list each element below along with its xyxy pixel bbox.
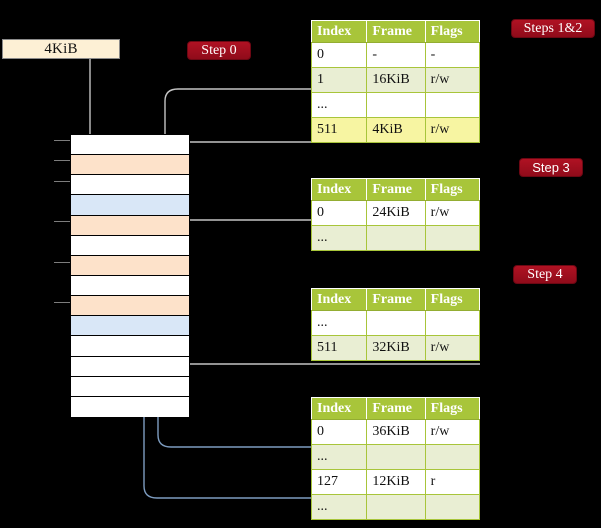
memory-frame-row bbox=[71, 296, 189, 317]
table-cell: r/w bbox=[424, 335, 481, 361]
source-frame-label: 4KiB bbox=[44, 40, 78, 57]
table-cell: 36KiB bbox=[366, 419, 426, 445]
table-cell: r/w bbox=[424, 200, 481, 226]
memory-frame-row bbox=[71, 316, 189, 337]
badge-step-3: Step 3 bbox=[519, 158, 583, 177]
memory-frame-row bbox=[71, 175, 189, 196]
badge-steps-1-2-label: Steps 1&2 bbox=[523, 20, 583, 36]
table-cell: 0 bbox=[310, 200, 368, 226]
table-cell bbox=[424, 494, 481, 520]
table-cell: r/w bbox=[424, 67, 481, 93]
memory-frame-row bbox=[71, 376, 189, 397]
physical-memory-column bbox=[70, 134, 190, 417]
column-header-flags: Flags bbox=[424, 20, 481, 43]
memory-frame-row bbox=[71, 255, 189, 276]
column-header-frame: Frame bbox=[366, 397, 426, 420]
table-cell: 4KiB bbox=[366, 117, 426, 143]
table-cell bbox=[366, 444, 426, 470]
table-row[interactable]: ... bbox=[310, 310, 481, 336]
table-cell bbox=[424, 92, 481, 118]
table-cell: - bbox=[366, 42, 426, 68]
table-cell bbox=[424, 225, 481, 251]
table-cell: ... bbox=[310, 92, 368, 118]
source-frame-box: 4KiB bbox=[2, 39, 120, 59]
table-cell: 0 bbox=[310, 419, 368, 445]
table-cell: 511 bbox=[310, 335, 368, 361]
memory-frame-row bbox=[71, 275, 189, 297]
column-header-index: Index bbox=[310, 288, 368, 311]
table-cell bbox=[366, 310, 426, 336]
column-header-flags: Flags bbox=[424, 397, 481, 420]
table-cell: 1 bbox=[310, 67, 368, 93]
table-cell: r/w bbox=[424, 117, 481, 143]
table-cell: ... bbox=[310, 444, 368, 470]
table-cell: r bbox=[424, 469, 481, 495]
memory-frame-row bbox=[71, 336, 189, 357]
table-row[interactable]: ... bbox=[310, 92, 481, 118]
table-cell: 127 bbox=[310, 469, 368, 495]
column-header-flags: Flags bbox=[424, 178, 481, 201]
column-header-frame: Frame bbox=[366, 288, 426, 311]
table-row[interactable]: ... bbox=[310, 444, 481, 470]
badge-step-4-label: Step 4 bbox=[527, 266, 563, 282]
table-cell: - bbox=[424, 42, 481, 68]
table-cell bbox=[424, 310, 481, 336]
table-cell: 511 bbox=[310, 117, 368, 143]
memory-tick bbox=[54, 140, 70, 141]
table-cell: ... bbox=[310, 225, 368, 251]
memory-tick bbox=[54, 262, 70, 263]
memory-frame-row bbox=[71, 235, 189, 256]
memory-frame-row bbox=[71, 356, 189, 377]
table-cell: ... bbox=[310, 310, 368, 336]
memory-tick bbox=[54, 160, 70, 161]
table-cell bbox=[366, 494, 426, 520]
memory-frame-row bbox=[71, 396, 189, 417]
table-cell: 12KiB bbox=[366, 469, 426, 495]
table-cell bbox=[424, 444, 481, 470]
table-cell: 16KiB bbox=[366, 67, 426, 93]
memory-frame-row bbox=[71, 215, 189, 236]
memory-tick bbox=[54, 181, 70, 182]
memory-frame-row bbox=[71, 195, 189, 216]
badge-step-0-label: Step 0 bbox=[201, 42, 237, 58]
column-header-flags: Flags bbox=[424, 288, 481, 311]
table-row[interactable]: 0-- bbox=[310, 42, 481, 68]
column-header-index: Index bbox=[310, 178, 368, 201]
badge-steps-1-2: Steps 1&2 bbox=[511, 19, 595, 38]
memory-tick bbox=[54, 221, 70, 222]
badge-step-4: Step 4 bbox=[513, 265, 577, 284]
table-cell: 32KiB bbox=[366, 335, 426, 361]
table-row[interactable]: ... bbox=[310, 225, 481, 251]
column-header-frame: Frame bbox=[366, 178, 426, 201]
memory-tick bbox=[54, 302, 70, 303]
table-cell bbox=[366, 92, 426, 118]
memory-frame-row bbox=[71, 155, 189, 176]
badge-step-0: Step 0 bbox=[187, 41, 251, 60]
table-cell: ... bbox=[310, 494, 368, 520]
table-cell: 24KiB bbox=[366, 200, 426, 226]
column-header-frame: Frame bbox=[366, 20, 426, 43]
table-cell: r/w bbox=[424, 419, 481, 445]
badge-step-3-label: Step 3 bbox=[532, 160, 570, 175]
column-header-index: Index bbox=[310, 20, 368, 43]
table-row[interactable]: ... bbox=[310, 494, 481, 520]
memory-frame-row bbox=[71, 135, 189, 156]
table-cell: 0 bbox=[310, 42, 368, 68]
column-header-index: Index bbox=[310, 397, 368, 420]
table-cell bbox=[366, 225, 426, 251]
